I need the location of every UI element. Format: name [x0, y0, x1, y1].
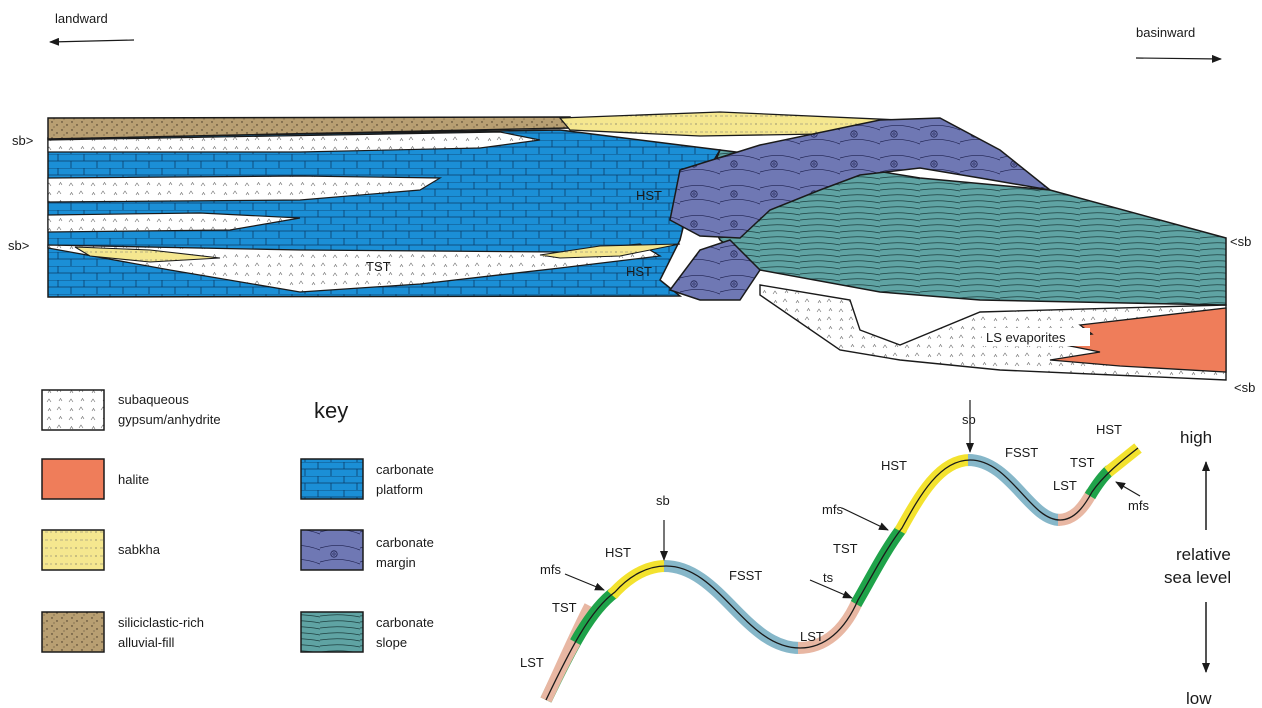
lst1-label: LST [520, 655, 544, 670]
siliciclastic-label-line2: alluvial-fill [118, 635, 174, 650]
hst3-label: HST [1096, 422, 1122, 437]
curve-fsst-2 [968, 460, 1060, 520]
sabkha-label: sabkha [118, 542, 161, 557]
ls-evaporites-label: LS evaporites [986, 330, 1066, 345]
legend-item-siliciclastic: siliciclastic-rich alluvial-fill [42, 612, 204, 652]
axis-relative-label: relative [1176, 545, 1231, 564]
sb1-label: sb [656, 493, 670, 508]
legend: key subaqueous gypsum/anhydrite halite s… [42, 390, 434, 652]
margin-swatch [301, 530, 363, 570]
halite-swatch [42, 459, 104, 499]
gypsum-label-line1: subaqueous [118, 392, 189, 407]
ts-label: ts [823, 570, 834, 585]
sb-left-upper-label: sb> [12, 133, 33, 148]
mfs3-label: mfs [1128, 498, 1149, 513]
slope-swatch [301, 612, 363, 652]
legend-item-halite: halite [42, 459, 149, 499]
sb2-label: sb [962, 412, 976, 427]
hst-lower-label: HST [626, 264, 652, 279]
siliciclastic-swatch [42, 612, 104, 652]
basinward-indicator: basinward [1136, 25, 1221, 59]
landward-label: landward [55, 11, 108, 26]
sb-left-lower-label: sb> [8, 238, 29, 253]
legend-item-margin: carbonate margin [301, 530, 434, 570]
gypsum-swatch [42, 390, 104, 430]
sb-right-upper-label: <sb [1230, 234, 1251, 249]
tst2-label: TST [833, 541, 858, 556]
lst3-label: LST [1053, 478, 1077, 493]
sb-right-lower-label: <sb [1234, 380, 1255, 395]
mfs3-arrow-icon [1116, 482, 1140, 496]
legend-item-sabkha: sabkha [42, 530, 161, 570]
landward-arrow-icon [50, 40, 134, 42]
sea-level-curve: LST TST mfs HST sb FSST ts LST TST mfs H… [520, 400, 1149, 700]
curve-lst-3 [1058, 492, 1092, 520]
basinward-arrow-icon [1136, 58, 1221, 59]
gypsum-label-line2: gypsum/anhydrite [118, 412, 221, 427]
legend-item-gypsum: subaqueous gypsum/anhydrite [42, 390, 221, 430]
mfs2-label: mfs [822, 502, 843, 517]
cross-section: sb> sb> <sb <sb HST HST TST LS evaporite… [8, 112, 1255, 395]
tst-label: TST [366, 259, 391, 274]
key-title: key [314, 398, 348, 423]
platform-label-line2: platform [376, 482, 423, 497]
platform-label-line1: carbonate [376, 462, 434, 477]
legend-item-platform: carbonate platform [301, 459, 434, 499]
slope-label-line2: slope [376, 635, 407, 650]
axis-high-label: high [1180, 428, 1212, 447]
platform-swatch [301, 459, 363, 499]
mfs2-arrow-icon [842, 508, 888, 530]
hst1-label: HST [605, 545, 631, 560]
axis-low-label: low [1186, 689, 1212, 708]
sabkha-swatch [42, 530, 104, 570]
margin-label-line1: carbonate [376, 535, 434, 550]
halite-label: halite [118, 472, 149, 487]
margin-label-line2: margin [376, 555, 416, 570]
slope-label-line1: carbonate [376, 615, 434, 630]
hst2-label: HST [881, 458, 907, 473]
fsst1-label: FSST [729, 568, 762, 583]
siliciclastic-label-line1: siliciclastic-rich [118, 615, 204, 630]
tst1-label: TST [552, 600, 577, 615]
lst2-label: LST [800, 629, 824, 644]
mfs1-arrow-icon [565, 574, 604, 590]
tst3-label: TST [1070, 455, 1095, 470]
axis-sea-level-label: sea level [1164, 568, 1231, 587]
fsst2-label: FSST [1005, 445, 1038, 460]
hst-upper-label: HST [636, 188, 662, 203]
curve-hst-1 [612, 566, 666, 595]
landward-indicator: landward [50, 11, 134, 42]
legend-item-slope: carbonate slope [301, 612, 434, 652]
mfs1-label: mfs [540, 562, 561, 577]
basinward-label: basinward [1136, 25, 1195, 40]
curve-hst-2 [900, 460, 970, 531]
sea-level-axis: high relative sea level low [1164, 428, 1231, 708]
